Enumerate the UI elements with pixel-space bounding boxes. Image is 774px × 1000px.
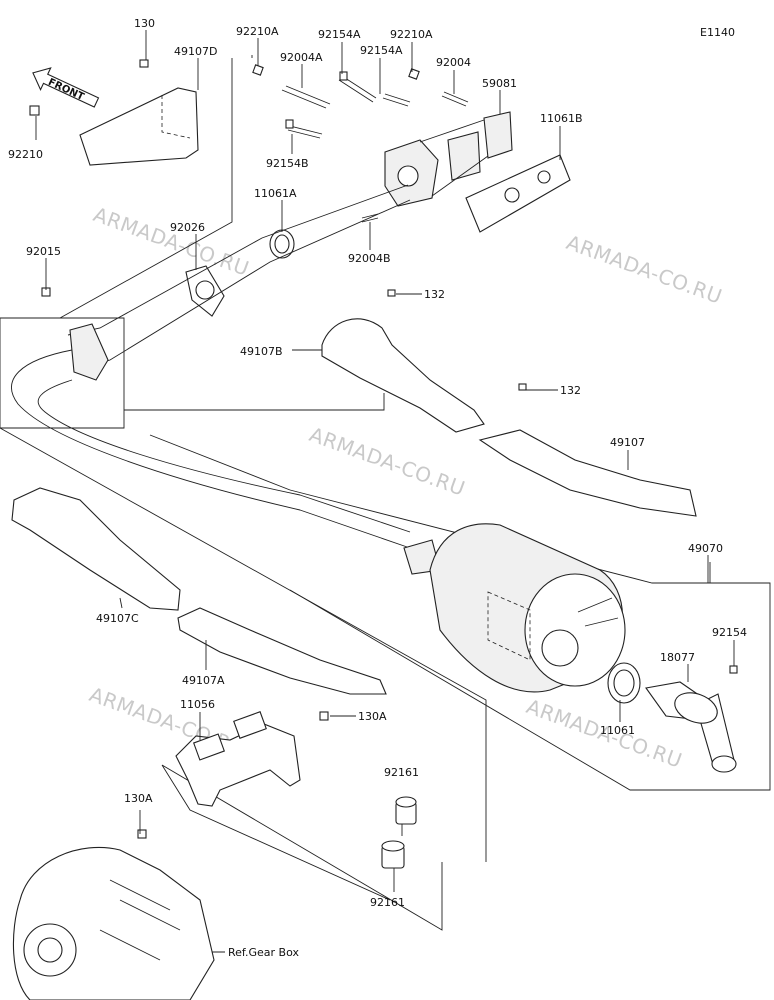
heat-shield-49107A — [177, 607, 387, 695]
label-92154B: 92154B — [266, 157, 309, 170]
label-11061A: 11061A — [254, 187, 297, 200]
label-49107D: 49107D — [174, 45, 217, 58]
label-130A-right: 130A — [358, 710, 387, 723]
label-11061B: 11061B — [540, 112, 583, 125]
gasket-92026 — [185, 265, 225, 317]
front-arrow-shape — [32, 67, 100, 108]
label-92210A-right: 92210A — [390, 28, 433, 41]
watermark-3: ARMADA-CO.RU — [306, 422, 468, 501]
label-18077: 18077 — [660, 651, 695, 664]
label-11056: 11056 — [180, 698, 215, 711]
pipe-flange — [69, 323, 109, 381]
assembly-frames — [0, 55, 771, 953]
label-49070: 49070 — [688, 542, 723, 555]
label-49107B: 49107B — [240, 345, 283, 358]
frame-top — [59, 55, 253, 319]
heat-shield-49107B — [321, 318, 485, 433]
label-92004A: 92004A — [280, 51, 323, 64]
watermark-2: ARMADA-CO.RU — [563, 230, 725, 309]
part-labels: E1140 130 49107D 92210 92210A 92004A 921… — [8, 17, 747, 959]
flange-right-59081 — [483, 111, 513, 159]
label-92015: 92015 — [26, 245, 61, 258]
label-11061: 11061 — [600, 724, 635, 737]
label-49107C: 49107C — [96, 612, 139, 625]
watermark-1: ARMADA-CO.RU — [90, 202, 252, 281]
label-92210A-left: 92210A — [236, 25, 279, 38]
muffler-49070 — [429, 523, 626, 693]
exhaust-pipe — [11, 184, 441, 575]
label-92026: 92026 — [170, 221, 205, 234]
label-92161-top: 92161 — [384, 766, 419, 779]
heat-shield-49107 — [478, 429, 697, 517]
flange-mid — [447, 131, 481, 181]
label-49107: 49107 — [610, 436, 645, 449]
label-130A-left: 130A — [124, 792, 153, 805]
label-92161-bottom: 92161 — [370, 896, 405, 909]
heat-shield-49107C — [11, 487, 181, 611]
label-92154A-left: 92154A — [318, 28, 361, 41]
label-92004B: 92004B — [348, 252, 391, 265]
label-59081: 59081 — [482, 77, 517, 90]
bracket-11056 — [175, 711, 301, 807]
small-bolts — [29, 59, 738, 839]
label-130: 130 — [134, 17, 155, 30]
manifold-flange-cluster — [384, 111, 571, 233]
rubber-mounts-92161 — [381, 796, 417, 869]
front-label: FRONT — [46, 77, 85, 103]
label-132-top: 132 — [424, 288, 445, 301]
label-leaders — [35, 30, 735, 892]
label-92210: 92210 — [8, 148, 43, 161]
heat-shield-49107D — [79, 87, 199, 166]
label-132-mid: 132 — [560, 384, 581, 397]
label-92004: 92004 — [436, 56, 471, 69]
label-ref-gear-box: Ref.Gear Box — [228, 946, 299, 959]
label-49107A: 49107A — [182, 674, 225, 687]
bolts-studs — [252, 64, 469, 223]
label-92154: 92154 — [712, 626, 747, 639]
frame-lower — [149, 434, 291, 491]
frame-left — [0, 317, 125, 429]
diagram-id: E1140 — [700, 26, 735, 39]
label-92154A-right: 92154A — [360, 44, 403, 57]
frame-bottom — [161, 764, 443, 931]
gear-box-reference — [12, 846, 215, 1000]
frame-mid — [124, 393, 385, 411]
tail-pipe-18077 — [645, 681, 737, 773]
frame-left-diag — [0, 427, 487, 862]
